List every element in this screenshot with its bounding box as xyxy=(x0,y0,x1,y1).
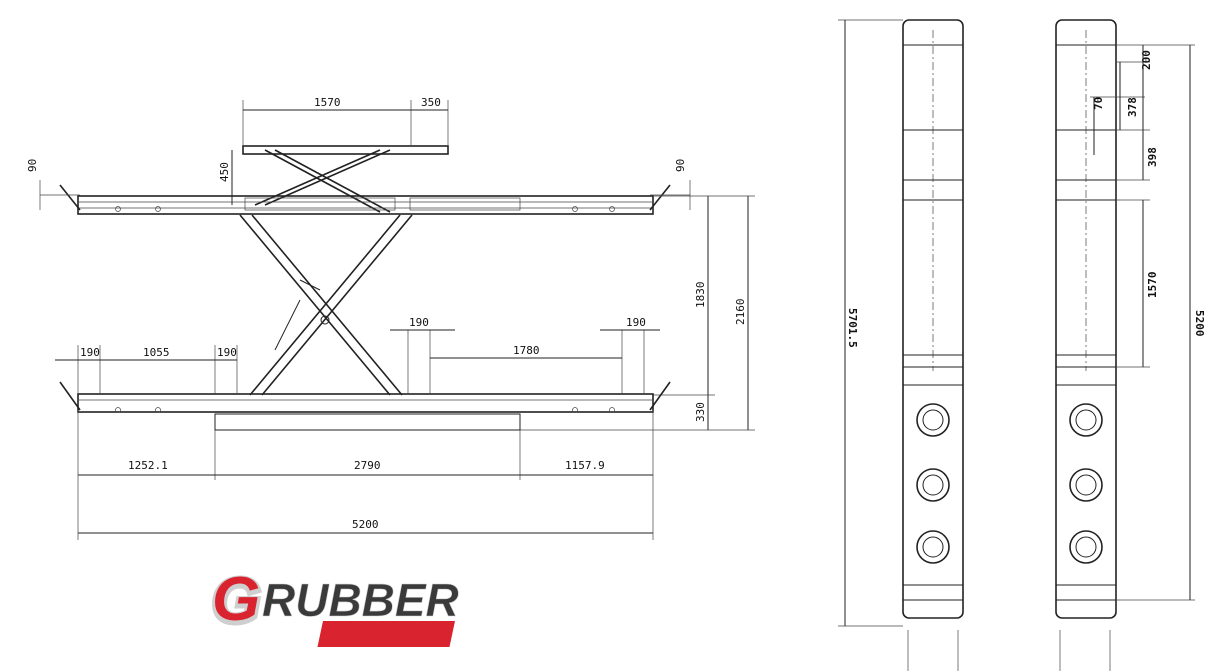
grubber-logo: G G RUBBER Germany xyxy=(209,564,545,647)
dim-1780: 1780 xyxy=(513,344,540,357)
dim-1570: 1570 xyxy=(314,96,341,109)
dim-330: 330 xyxy=(694,402,707,422)
dim-190-d: 190 xyxy=(626,316,646,329)
dim-398: 398 xyxy=(1146,147,1159,167)
logo-rubber: RUBBER xyxy=(262,574,459,626)
logo-outline: G xyxy=(212,567,260,636)
dim-450: 450 xyxy=(218,162,231,182)
base-frame xyxy=(214,413,521,431)
logo-germany: Germany xyxy=(466,626,545,646)
dim-5200-right: 5200 xyxy=(1193,310,1206,337)
lowered-platform xyxy=(77,393,654,413)
top-deck xyxy=(242,145,449,155)
turntable-3-left xyxy=(916,530,950,564)
turntable-1-left xyxy=(916,403,950,437)
dim-90-left: 90 xyxy=(26,159,39,172)
turntable-2-left xyxy=(916,468,950,502)
dim-350: 350 xyxy=(421,96,441,109)
dim-2790: 2790 xyxy=(354,459,381,472)
dim-190-a: 190 xyxy=(80,346,100,359)
dim-1830: 1830 xyxy=(694,282,707,309)
runway-left xyxy=(902,19,964,619)
turntable-1-right xyxy=(1069,403,1103,437)
dim-1055: 1055 xyxy=(143,346,170,359)
dim-1570-right: 1570 xyxy=(1146,272,1159,299)
turntable-2-right xyxy=(1069,468,1103,502)
dim-1252: 1252.1 xyxy=(128,459,168,472)
logo-g: G xyxy=(212,565,260,634)
front-view: 1570 350 450 90 90 xyxy=(26,96,755,540)
dim-190-b: 190 xyxy=(217,346,237,359)
dim-190-c: 190 xyxy=(409,316,429,329)
dim-5701: 5701.5 xyxy=(846,308,859,348)
top-view-right: 200 70 378 398 1570 5200 xyxy=(1055,19,1206,671)
top-view-left: 5701.5 xyxy=(838,19,964,671)
logo-tagline-bg xyxy=(317,621,456,647)
dim-378: 378 xyxy=(1126,97,1139,117)
dim-70: 70 xyxy=(1092,97,1105,110)
dim-2160: 2160 xyxy=(734,299,747,326)
dim-200: 200 xyxy=(1140,50,1153,70)
dim-90-right: 90 xyxy=(674,159,687,172)
turntable-3-right xyxy=(1069,530,1103,564)
dim-1157: 1157.9 xyxy=(565,459,605,472)
runway-right xyxy=(1055,19,1117,619)
dim-5200-front: 5200 xyxy=(352,518,379,531)
